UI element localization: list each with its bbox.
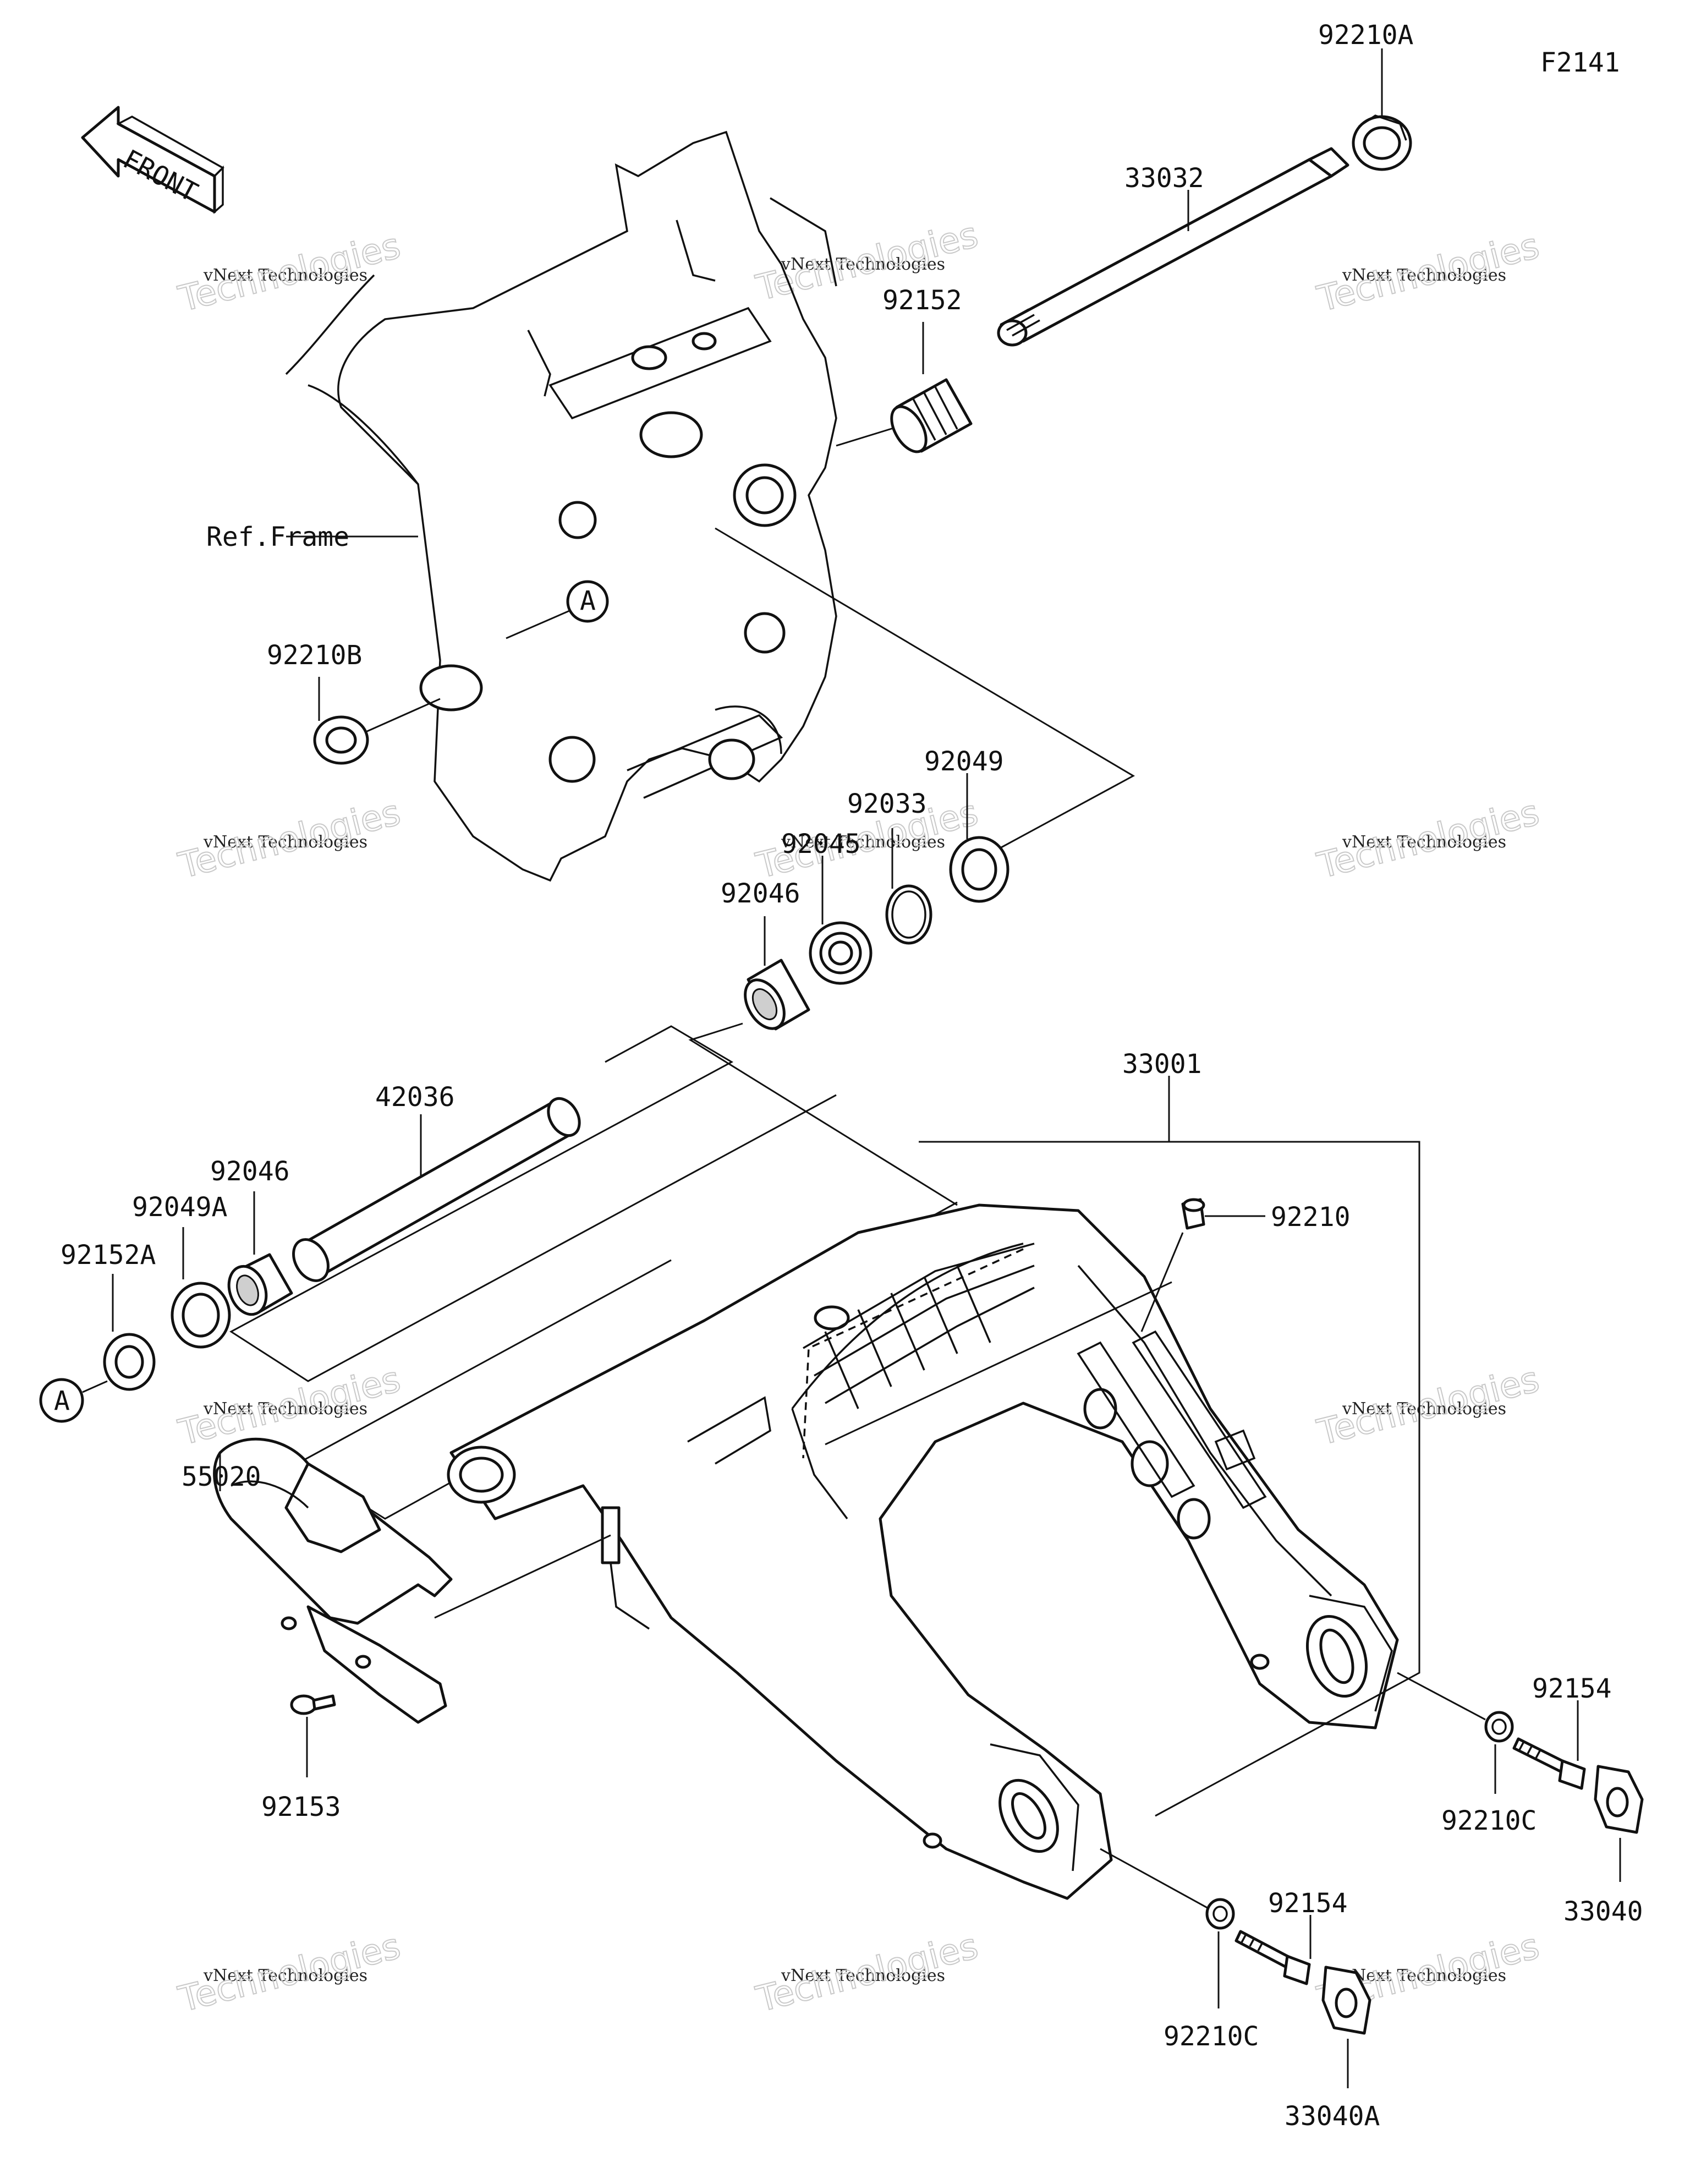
leader-line (1100, 1848, 1211, 1911)
collar-92152-icon (890, 378, 973, 453)
watermark-text: Technologies (174, 792, 404, 887)
leader-line (229, 1025, 837, 1382)
part-label-92210b: 92210B (267, 640, 362, 671)
part-label-92154-right: 92154 (1532, 1673, 1612, 1704)
watermark: vNext Technologies Technologies (174, 792, 405, 888)
watermark-text: vNext Technologies (203, 1399, 367, 1419)
leader-line (825, 1281, 1172, 1446)
part-label-92210: 92210 (1271, 1202, 1351, 1233)
bolt-92154-bottom-icon (1234, 1930, 1311, 1985)
watermark-text: Technologies (1313, 792, 1543, 887)
watermark: vNext Technologies Technologies (1313, 792, 1544, 888)
sleeve-42036-icon (292, 1097, 581, 1282)
bearing-92045-icon (809, 921, 873, 985)
circlip-92033-icon (885, 884, 932, 945)
callout-a-left: A (39, 1378, 108, 1423)
watermark: vNext Technologies Technologies (174, 1359, 405, 1454)
watermark-text: vNext Technologies (1342, 266, 1506, 285)
watermark-text: Technologies (1313, 1359, 1543, 1454)
watermark-text: vNext Technologies (203, 1966, 367, 1985)
watermark-text: vNext Technologies (781, 833, 945, 852)
bolt-92154-right-icon (1512, 1737, 1586, 1790)
watermark-text: Technologies (174, 226, 404, 320)
needle-bearing-92046-icon (744, 959, 810, 1031)
swingarm-33001-icon (447, 1203, 1399, 1900)
seal-92049-icon (949, 836, 1009, 903)
watermark: vNext Technologies Technologies (1313, 1359, 1544, 1454)
nut-92210a-icon (1352, 114, 1412, 171)
leader-line (434, 1534, 611, 1619)
figure-code: F2141 (1540, 47, 1620, 78)
part-label-92049a: 92049A (132, 1192, 227, 1223)
nut-92210b-icon (313, 715, 369, 765)
block-33040a-icon (1321, 1966, 1371, 2035)
watermark-text: vNext Technologies (1342, 833, 1506, 852)
needle-bearing-92046-left-icon (227, 1253, 293, 1316)
block-33040-icon (1594, 1765, 1644, 1834)
part-label-92046-top: 92046 (721, 878, 800, 909)
front-arrow-icon: FRONT (81, 106, 224, 214)
watermark-text: vNext Technologies (1342, 1399, 1506, 1419)
watermark-text: Technologies (1313, 226, 1543, 320)
watermark-text: Technologies (174, 1359, 404, 1454)
watermark: vNext Technologies Technologies (1313, 225, 1544, 321)
watermark-text: vNext Technologies (203, 266, 367, 285)
nipple-92210-icon (1181, 1198, 1205, 1230)
ref-frame-label: Ref.Frame (206, 522, 349, 552)
watermark: vNext Technologies Technologies (751, 1925, 983, 2021)
watermark: vNext Technologies Technologies (174, 1925, 405, 2021)
watermark-text: Technologies (174, 1926, 404, 2021)
part-label-33001: 33001 (1122, 1049, 1202, 1080)
screw-92153-icon (290, 1694, 336, 1715)
callout-marker: A (54, 1386, 70, 1416)
part-label-33032: 33032 (1124, 163, 1204, 194)
seal-92049a-icon (171, 1282, 231, 1349)
leader-line (715, 527, 1135, 849)
part-label-92153: 92153 (261, 1792, 341, 1822)
watermark-text: Technologies (752, 1926, 982, 2021)
collar-92152a-icon (103, 1333, 156, 1391)
watermark-text: vNext Technologies (1342, 1966, 1506, 1985)
watermark-text: vNext Technologies (781, 255, 945, 274)
part-label-42036: 42036 (375, 1082, 455, 1113)
part-label-33040: 33040 (1563, 1896, 1643, 1927)
part-label-92152: 92152 (882, 285, 962, 316)
callout-marker: A (580, 585, 596, 616)
part-label-92210a: 92210A (1318, 20, 1413, 51)
leader-line (365, 698, 441, 733)
leader-line (1140, 1232, 1184, 1332)
frame-drawing (285, 130, 837, 882)
part-label-92210c-right: 92210C (1441, 1805, 1537, 1836)
watermark-text: vNext Technologies (781, 1966, 945, 1985)
part-label-92045: 92045 (781, 829, 861, 860)
part-label-92210c-bottom: 92210C (1164, 2021, 1259, 2052)
chain-guard-55020-icon (213, 1437, 453, 1724)
callout-a-frame: A (506, 580, 609, 639)
part-label-92033: 92033 (847, 789, 927, 819)
leader-line (688, 1022, 958, 1206)
nut-92210c-right-icon (1484, 1711, 1514, 1743)
part-label-92154-bottom: 92154 (1268, 1888, 1348, 1919)
watermark-text: vNext Technologies (203, 833, 367, 852)
watermark: vNext Technologies Technologies (174, 225, 405, 321)
axle-33032-icon (997, 147, 1349, 347)
part-label-55020: 55020 (182, 1462, 261, 1492)
part-label-33040a: 33040A (1285, 2101, 1380, 2132)
part-label-92049: 92049 (924, 746, 1004, 777)
part-label-92152a: 92152A (61, 1240, 156, 1271)
leader-line (1397, 1672, 1486, 1721)
part-label-92046-left: 92046 (210, 1156, 290, 1187)
nut-92210c-bottom-icon (1205, 1898, 1235, 1930)
